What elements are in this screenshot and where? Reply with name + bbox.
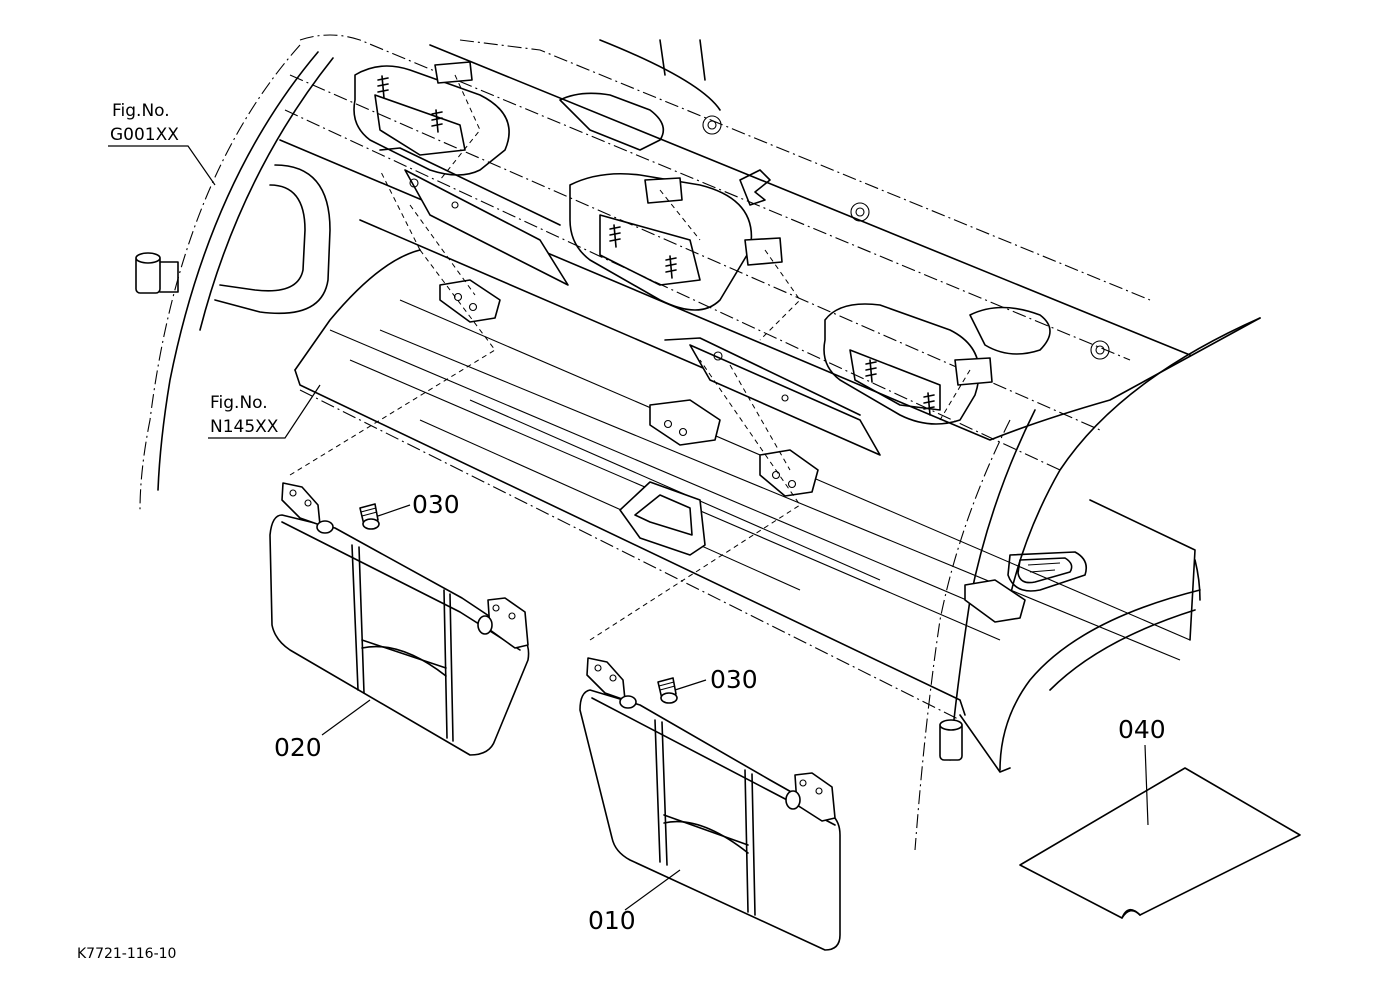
callout-040: 040: [1118, 715, 1166, 744]
roof-structure: [135, 34, 1261, 851]
alignment-lines: [289, 74, 971, 641]
fig-ref-2-label: Fig.No.: [210, 393, 268, 413]
fig-ref-1-label: Fig.No.: [112, 101, 170, 121]
callout-030-right: 030: [710, 665, 758, 694]
screw-right: [657, 677, 678, 704]
callout-030-left: 030: [412, 490, 460, 519]
callout-010: 010: [588, 906, 636, 935]
fig-ref-1-number: G001XX: [110, 125, 179, 145]
leader-lines: [108, 145, 1149, 911]
sun-visor-right: [579, 657, 841, 951]
fig-ref-2-number: N145XX: [210, 417, 279, 437]
sun-visor-left: [269, 482, 530, 756]
callout-020: 020: [274, 733, 322, 762]
roof-brackets: [377, 61, 1026, 623]
screw-left: [359, 503, 380, 530]
drawing-code: K7721-116-10: [77, 946, 176, 962]
label-sheet: [1019, 767, 1301, 919]
